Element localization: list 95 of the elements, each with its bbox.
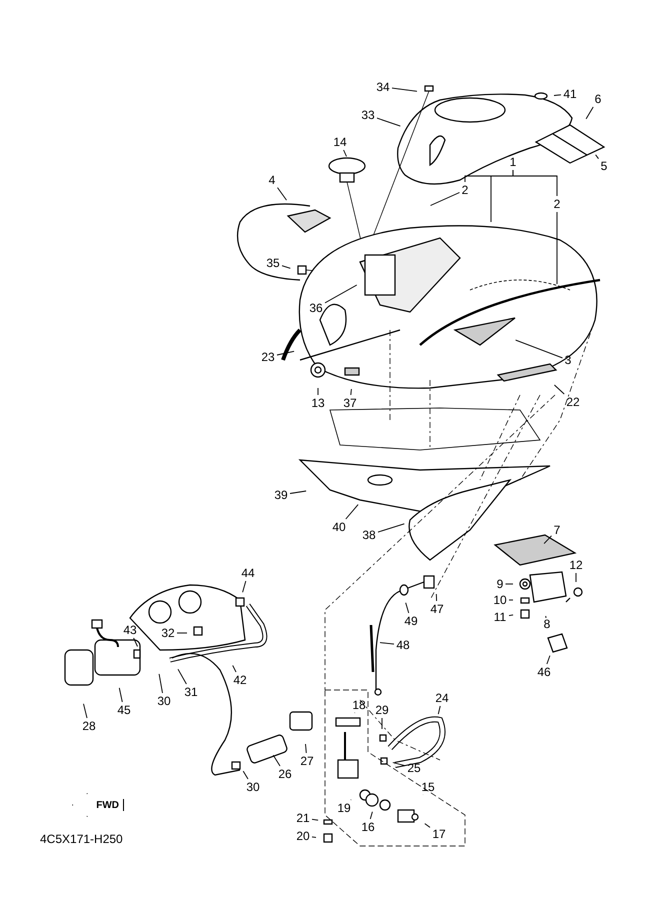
callout-number: 1 — [510, 155, 516, 169]
callout-number: 27 — [300, 754, 314, 768]
callout-number: 3 — [564, 353, 572, 367]
callout-number: 18 — [352, 698, 366, 712]
callout-number: 9 — [496, 577, 504, 591]
leader-line — [176, 632, 188, 634]
callout-number: 31 — [184, 685, 198, 699]
leader-line — [277, 187, 287, 201]
leader-line — [392, 762, 406, 766]
callout-number: 4 — [268, 173, 276, 187]
callout-number: 25 — [407, 761, 421, 775]
callout-number: 32 — [161, 626, 175, 640]
leader-line — [554, 384, 565, 394]
leader-line — [133, 638, 138, 647]
leader-line — [376, 118, 401, 127]
leader-line — [595, 154, 599, 160]
drawing-code: 4C5X171-H250 — [40, 831, 123, 848]
callout-number: 36 — [309, 301, 323, 315]
leader-line — [370, 811, 373, 820]
leader-line — [515, 340, 563, 358]
callout-number: 42 — [233, 673, 247, 687]
leader-line — [305, 744, 307, 754]
leader-line — [405, 602, 410, 614]
leader-line — [546, 655, 550, 664]
callout-number: 12 — [569, 558, 583, 572]
callout-number: 39 — [274, 488, 288, 502]
leader-line — [438, 706, 441, 715]
leader-line — [290, 490, 307, 494]
callout-number: 30 — [157, 694, 171, 708]
callout-number: 5 — [600, 159, 608, 173]
callout-number: 40 — [332, 520, 346, 534]
leader-line — [392, 88, 418, 92]
callout-number: 28 — [82, 719, 96, 733]
callout-number: 26 — [278, 767, 292, 781]
callout-number: 47 — [430, 602, 444, 616]
leader-line — [380, 642, 394, 645]
leader-line — [586, 106, 594, 120]
leader-line — [158, 673, 163, 694]
callout-number: 14 — [333, 135, 347, 149]
leader-line — [343, 150, 347, 157]
callout-number: 24 — [435, 691, 449, 705]
callout-number: 23 — [261, 350, 275, 364]
callout-number: 22 — [566, 395, 580, 409]
leader-line — [83, 703, 88, 718]
callout-number: 8 — [544, 617, 550, 631]
leader-line — [242, 580, 246, 593]
callout-number: 2 — [554, 197, 560, 211]
leader-line — [508, 614, 514, 616]
leader-line — [436, 594, 438, 602]
callout-number: 16 — [361, 820, 375, 834]
callout-number: 38 — [362, 528, 376, 542]
callout-number: 37 — [343, 396, 357, 410]
callout-number: 10 — [493, 593, 507, 607]
leader-line — [242, 770, 248, 780]
leader-line — [424, 823, 430, 828]
callout-number: 43 — [123, 623, 137, 637]
callout-number: 17 — [432, 827, 446, 841]
callout-number: 35 — [266, 256, 280, 270]
leader-line — [312, 836, 316, 838]
leader-line — [178, 668, 187, 684]
callout-number: 45 — [117, 703, 131, 717]
leader-line — [345, 504, 359, 520]
callout-number: 44 — [241, 566, 255, 580]
callout-number: 11 — [494, 610, 506, 624]
callout-number: 15 — [421, 780, 435, 794]
callout-number: 29 — [375, 703, 389, 717]
callout-number: 21 — [296, 811, 310, 825]
leader-line — [350, 388, 352, 396]
callout-number: 2 — [462, 183, 468, 197]
callout-number: 48 — [396, 638, 410, 652]
callout-number: 49 — [404, 614, 418, 628]
callout-number: 33 — [361, 108, 375, 122]
leader-line — [312, 818, 319, 821]
callout-number: 19 — [337, 801, 351, 815]
leader-line — [118, 687, 123, 702]
leader-line — [430, 192, 460, 206]
leader-line — [544, 535, 552, 544]
leader-line — [545, 616, 546, 618]
callout-number: 34 — [376, 80, 390, 94]
leader-line — [232, 664, 236, 672]
callout-number: 41 — [563, 87, 577, 101]
leader-line — [282, 265, 291, 269]
leader-line — [554, 94, 562, 96]
callout-number: 13 — [311, 396, 325, 410]
leader-line — [272, 754, 280, 766]
callout-number: 30 — [246, 780, 260, 794]
callout-number: 6 — [594, 92, 602, 106]
callout-number: 20 — [296, 829, 310, 843]
callout-number: 46 — [537, 665, 551, 679]
leader-line — [556, 212, 558, 284]
leader-line — [276, 350, 295, 356]
leader-line — [378, 523, 405, 533]
forward-arrow-sign: FWD — [72, 793, 124, 817]
callout-number: 7 — [554, 523, 560, 537]
leader-line — [324, 284, 358, 304]
